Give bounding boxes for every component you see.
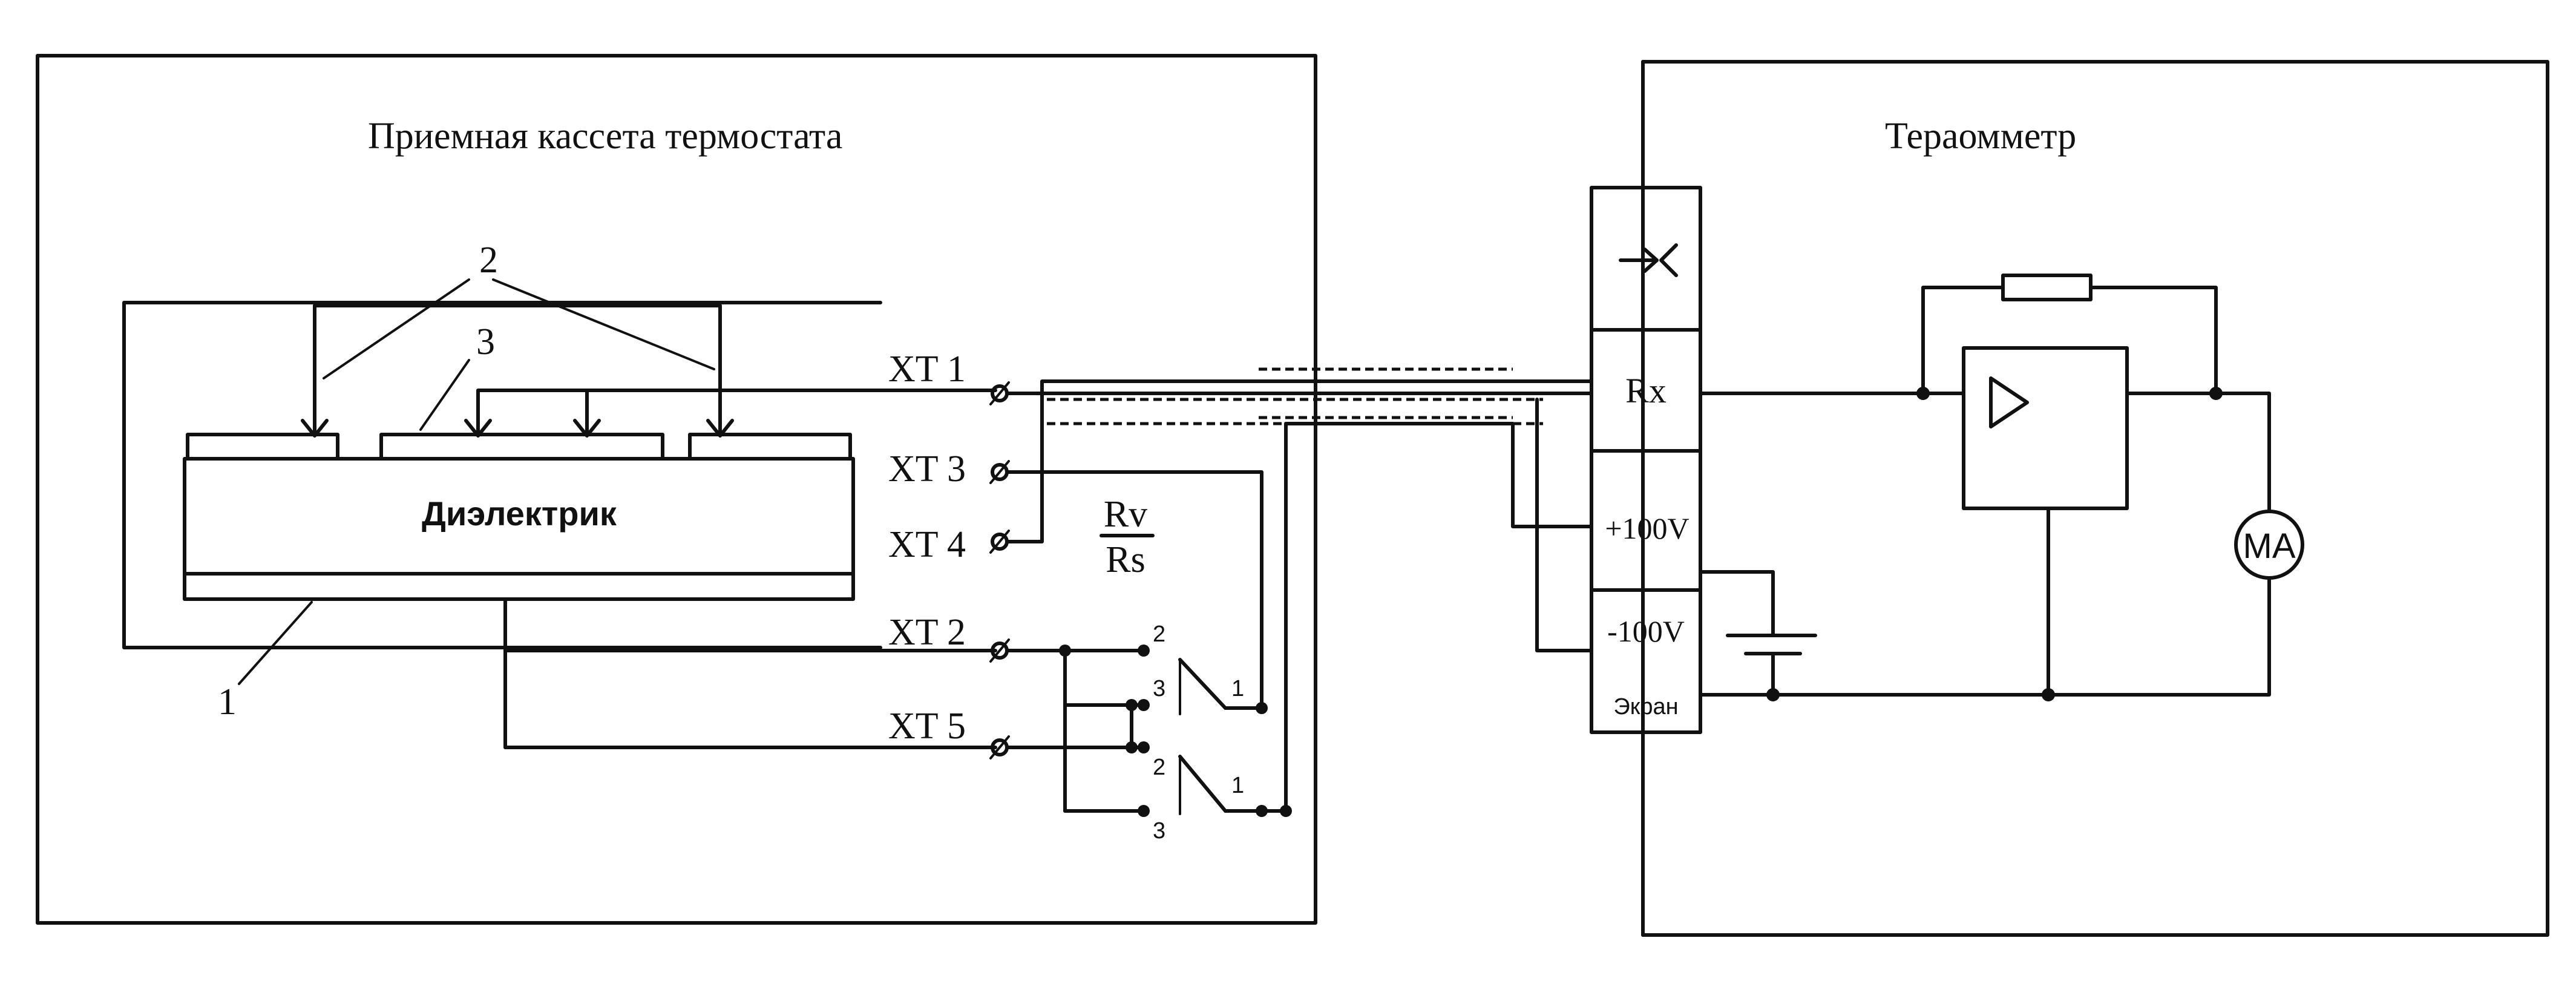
meter-label: MA	[2243, 527, 2296, 566]
guard-bracket	[313, 304, 722, 433]
switch-lower-pos3: 3	[1153, 818, 1165, 844]
plus100-conductor	[1284, 422, 1593, 528]
switch-mode-rs: Rs	[1106, 539, 1145, 580]
callout-3-label: 3	[476, 321, 495, 363]
switch-lower-pos1: 1	[1231, 773, 1244, 798]
switch-upper-pos1: 1	[1231, 676, 1244, 701]
terminal-xt1-label: XT 1	[888, 349, 966, 390]
connector-minus100-label: -100V	[1607, 614, 1685, 648]
feedback-wire-left	[1921, 286, 2005, 395]
terminal-xt2-label: XT 2	[888, 612, 966, 653]
connector-block	[1590, 186, 1702, 734]
teraohmmeter-frame	[1641, 60, 2549, 937]
inner-chamber-outline	[122, 301, 882, 649]
battery-icon	[1699, 570, 1817, 697]
feedback-resistor	[2001, 274, 2093, 301]
microammeter: MA	[2234, 510, 2304, 580]
amplifier-box	[1962, 346, 2129, 510]
junction-dots-right	[1766, 387, 2223, 701]
junction-dots-left	[1059, 645, 1292, 817]
plug-icon	[1619, 243, 1678, 277]
switch-upper-pos3: 3	[1153, 676, 1165, 701]
measuring-electrode	[379, 433, 664, 461]
connector-plus100-label: +100V	[1605, 511, 1689, 545]
callout-2-label: 2	[479, 240, 498, 281]
meter-return	[1699, 576, 2271, 697]
feedback-wire-right	[2089, 286, 2218, 395]
xt4-lead	[1005, 379, 1593, 543]
dielectric-label: Диэлектрик	[422, 494, 617, 533]
thermostat-cassette-frame	[36, 54, 1317, 925]
bottom-electrode	[183, 572, 855, 601]
switch-mode-rv: Rv	[1104, 494, 1147, 535]
teraohmmeter-title: Тераомметр	[1885, 116, 2076, 157]
thermostat-cassette-title: Приемная кассета термостата	[368, 116, 842, 157]
guard-electrode-right	[688, 433, 852, 461]
terminal-xt5-label: XT 5	[888, 706, 966, 747]
callout-2-leader-right	[492, 278, 715, 370]
switch-upper	[1178, 658, 1263, 715]
switch-upper-pos2: 2	[1153, 622, 1165, 647]
measuring-electrode-lead	[476, 389, 997, 433]
connector-screen-label: Экран	[1613, 694, 1678, 720]
switch-lower-pos2: 2	[1153, 755, 1165, 780]
minus100-conductor	[1535, 398, 1593, 652]
callout-2-leader-left	[323, 278, 470, 379]
terminal-xt3-label: XT 3	[888, 448, 966, 490]
terminal-xt4-label: XT 4	[888, 524, 966, 565]
callout-1-label: 1	[218, 681, 237, 723]
amplifier-icon	[1989, 376, 2029, 428]
guard-electrode-left	[186, 433, 339, 461]
callout-1-leader	[238, 601, 313, 685]
xt3-lead	[1005, 470, 1263, 710]
amplifier-to-meter	[2125, 392, 2271, 513]
shielded-cable	[1047, 367, 1543, 425]
connector-rx-label: Rx	[1625, 371, 1667, 410]
callout-3-leader	[419, 359, 470, 431]
